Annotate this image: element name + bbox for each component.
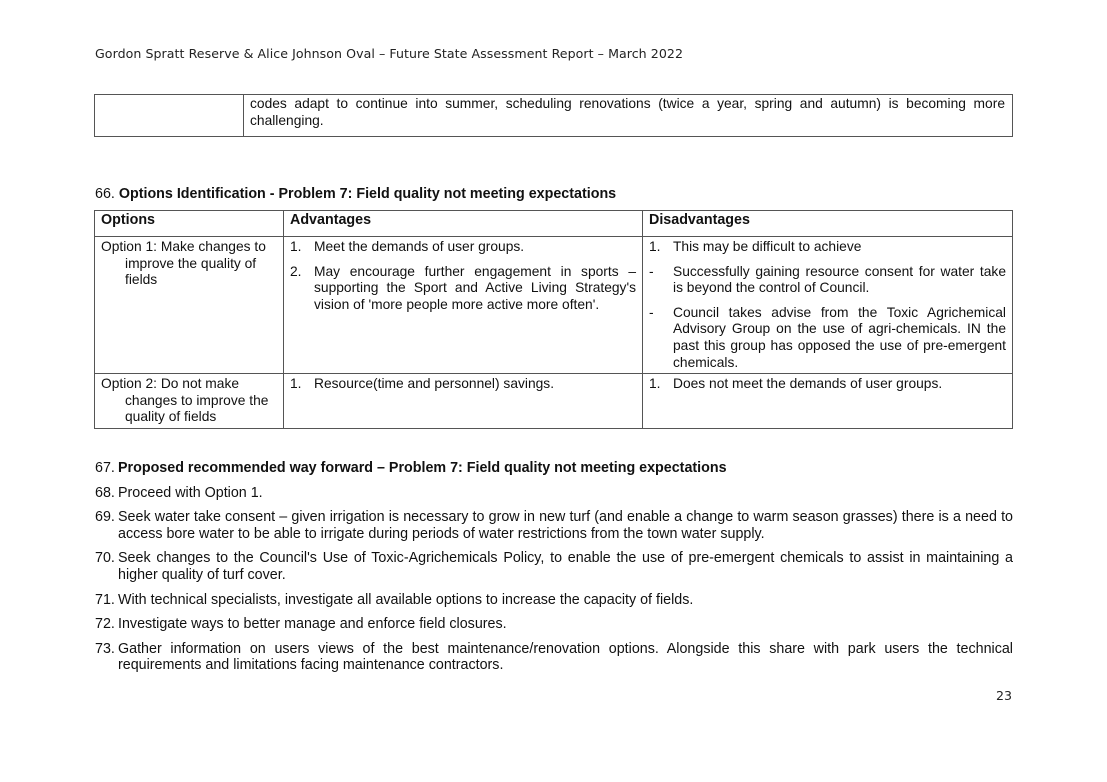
options-table: Options Advantages Disadvantages Option … (94, 210, 1013, 429)
option-1-cell: Option 1: Make changes to improve the qu… (94, 235, 284, 375)
paragraph-73: 73. Gather information on users views of… (95, 641, 1013, 674)
list-marker: - (649, 263, 654, 279)
paragraph-number: 70. (95, 550, 115, 567)
numbered-paragraphs: 67. Proposed recommended way forward – P… (95, 460, 1013, 682)
option-1-label: Option 1: Make changes to improve the qu… (101, 239, 266, 288)
paragraph-text: With technical specialists, investigate … (118, 591, 694, 608)
list-item: - Council takes advise from the Toxic Ag… (649, 305, 1006, 371)
list-text: May encourage further engagement in spor… (314, 263, 636, 312)
list-item: - Successfully gaining resource consent … (649, 264, 1006, 297)
list-item: 1. Resource(time and personnel) savings. (290, 376, 636, 393)
table-cell-empty (94, 94, 244, 137)
paragraph-number: 69. (95, 509, 115, 526)
paragraph-number: 71. (95, 591, 115, 608)
list-item: 1. Meet the demands of user groups. (290, 239, 636, 256)
continued-table: codes adapt to continue into summer, sch… (94, 94, 1013, 137)
paragraph-number: 68. (95, 484, 115, 501)
column-header-disadvantages: Disadvantages (642, 210, 1013, 237)
paragraph-text: Proceed with Option 1. (118, 484, 263, 501)
list-marker: 2. (290, 263, 302, 279)
paragraph-68: 68. Proceed with Option 1. (95, 485, 1013, 502)
table-row-option-1: Option 1: Make changes to improve the qu… (94, 235, 1013, 375)
paragraph-71: 71. With technical specialists, investig… (95, 592, 1013, 609)
column-header-advantages: Advantages (283, 210, 643, 237)
page-header: Gordon Spratt Reserve & Alice Johnson Ov… (95, 46, 684, 61)
table-header-row: Options Advantages Disadvantages (94, 210, 1013, 237)
list-item: 1. This may be difficult to achieve (649, 239, 1006, 256)
list-text: Meet the demands of user groups. (314, 239, 525, 254)
section-66-heading: 66. Options Identification - Problem 7: … (95, 186, 616, 202)
list-marker: 1. (290, 376, 302, 392)
paragraph-text: Investigate ways to better manage and en… (118, 616, 507, 633)
paragraph-number: 67. (95, 460, 115, 476)
list-marker: 1. (649, 376, 661, 392)
section-title: Options Identification - Problem 7: Fiel… (118, 186, 617, 202)
paragraph-72: 72. Investigate ways to better manage an… (95, 616, 1013, 633)
list-text: Does not meet the demands of user groups… (673, 376, 943, 392)
list-text: Successfully gaining resource consent fo… (673, 263, 1006, 296)
option-2-label: Option 2: Do not make changes to improve… (101, 376, 269, 425)
list-marker: 1. (649, 239, 661, 254)
paragraph-text: Seek changes to the Council's Use of Tox… (118, 550, 1013, 583)
table-row: codes adapt to continue into summer, sch… (94, 94, 1013, 137)
list-item: 2. May encourage further engagement in s… (290, 264, 636, 314)
paragraph-67: 67. Proposed recommended way forward – P… (95, 460, 1013, 477)
list-text: Council takes advise from the Toxic Agri… (673, 304, 1006, 370)
list-marker: - (649, 304, 654, 320)
list-item: 1. Does not meet the demands of user gro… (649, 376, 1006, 393)
paragraph-70: 70. Seek changes to the Council's Use of… (95, 550, 1013, 583)
paragraph-heading: Proposed recommended way forward – Probl… (118, 460, 727, 476)
page-number: 23 (996, 688, 1013, 703)
table-row-option-2: Option 2: Do not make changes to improve… (94, 373, 1013, 429)
list-text: This may be difficult to achieve (673, 239, 862, 254)
option-2-disadvantages: 1. Does not meet the demands of user gro… (642, 373, 1013, 429)
paragraph-number: 72. (95, 616, 115, 633)
paragraph-text: Gather information on users views of the… (118, 640, 1013, 674)
paragraph-69: 69. Seek water take consent – given irri… (95, 509, 1013, 542)
option-1-advantages: 1. Meet the demands of user groups. 2. M… (283, 235, 643, 375)
table-cell-continued-text: codes adapt to continue into summer, sch… (243, 94, 1013, 137)
option-1-disadvantages: 1. This may be difficult to achieve - Su… (642, 235, 1013, 375)
paragraph-number: 73. (95, 640, 115, 657)
paragraph-text: Seek water take consent – given irrigati… (118, 509, 1013, 542)
list-marker: 1. (290, 239, 302, 254)
section-number: 66. (95, 186, 115, 202)
list-text: Resource(time and personnel) savings. (314, 376, 555, 392)
column-header-options: Options (94, 210, 284, 237)
option-2-cell: Option 2: Do not make changes to improve… (94, 373, 284, 429)
option-2-advantages: 1. Resource(time and personnel) savings. (283, 373, 643, 429)
